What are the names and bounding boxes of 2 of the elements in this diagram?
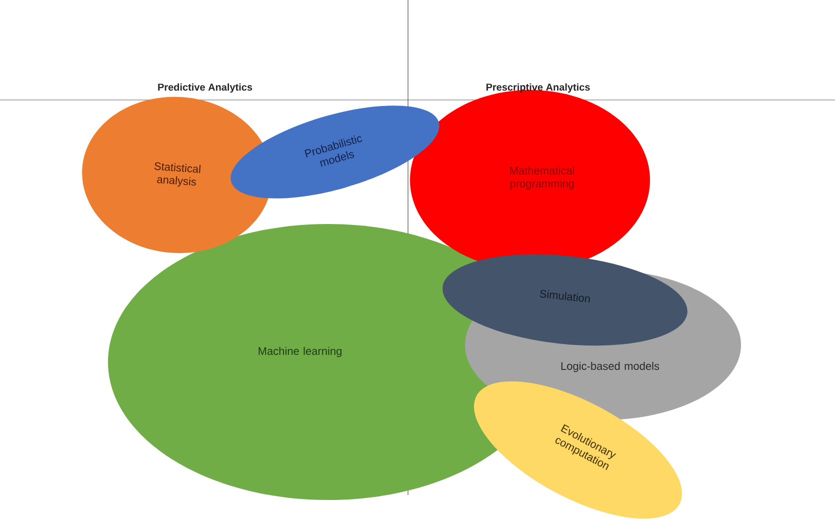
column-heading: Predictive Analytics: [158, 83, 252, 93]
column-heading: Prescriptive Analytics: [486, 83, 590, 93]
